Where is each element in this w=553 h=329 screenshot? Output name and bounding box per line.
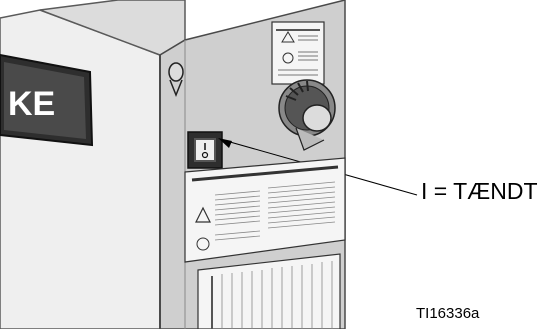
callout-label: I = TÆNDT bbox=[421, 178, 538, 205]
figure-id: TI16336a bbox=[416, 305, 479, 322]
upper-warning-label bbox=[272, 22, 324, 84]
logo-text: KE bbox=[8, 85, 55, 123]
left-door-panel bbox=[0, 0, 185, 329]
power-switch-icon bbox=[188, 132, 222, 168]
